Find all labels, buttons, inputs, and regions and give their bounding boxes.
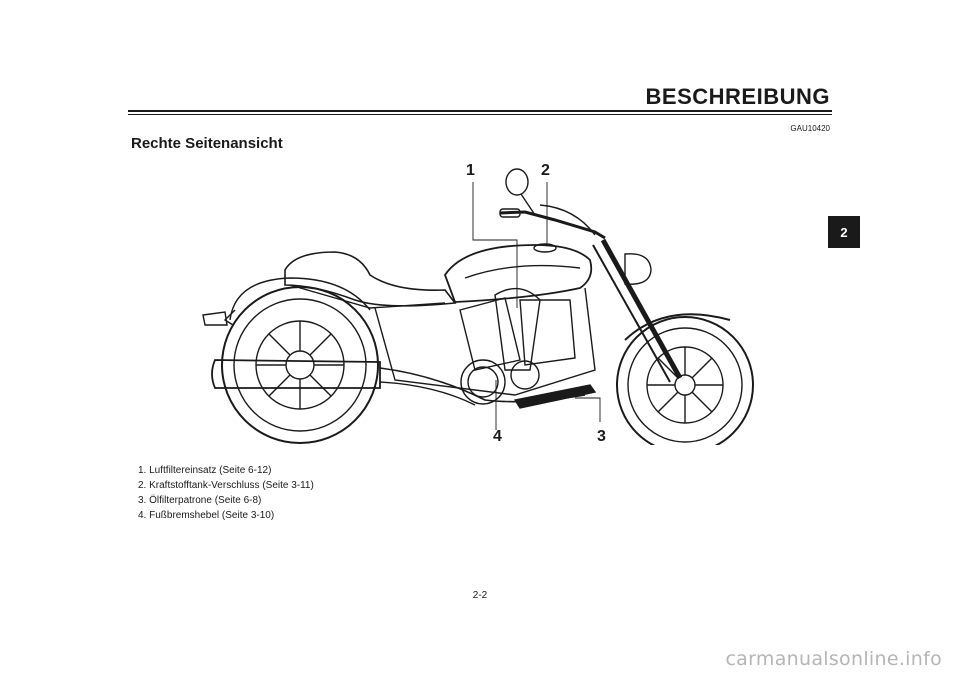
seat (284, 251, 457, 307)
rear-spokes (256, 321, 344, 409)
front-spokes (647, 347, 723, 423)
exhaust (211, 359, 381, 389)
fuel-cap (533, 243, 557, 253)
header-rule-thick (128, 110, 832, 112)
parts-legend: 1. Luftfiltereinsatz (Seite 6-12) 2. Kra… (138, 463, 314, 523)
front-tire (616, 316, 754, 445)
section-title: Rechte Seitenansicht (131, 135, 283, 152)
page-number: 2-2 (472, 590, 488, 601)
rear-fender (229, 277, 371, 321)
legend-item: 1. Luftfiltereinsatz (Seite 6-12) (138, 465, 272, 476)
legend-item: 4. Fußbremshebel (Seite 3-10) (138, 510, 275, 521)
fuel-tank (443, 244, 593, 303)
header-rule-thin (128, 114, 832, 115)
watermark: carmanualsonline.info (725, 648, 942, 670)
page-header-title: BESCHREIBUNG (645, 84, 830, 109)
callout-1: 1 (466, 162, 475, 179)
callout-4: 4 (493, 428, 502, 445)
callout-2: 2 (541, 162, 550, 179)
legend-item: 2. Kraftstofftank-Verschluss (Seite 3-11… (138, 480, 314, 491)
chapter-tab: 2 (828, 216, 860, 248)
motorcycle-illustration (202, 168, 754, 445)
callout-3: 3 (597, 428, 606, 445)
legend-item: 3. Ölfilterpatrone (Seite 6-8) (138, 495, 262, 506)
rear-tire (221, 286, 379, 444)
document-code: GAU10420 (790, 124, 830, 133)
